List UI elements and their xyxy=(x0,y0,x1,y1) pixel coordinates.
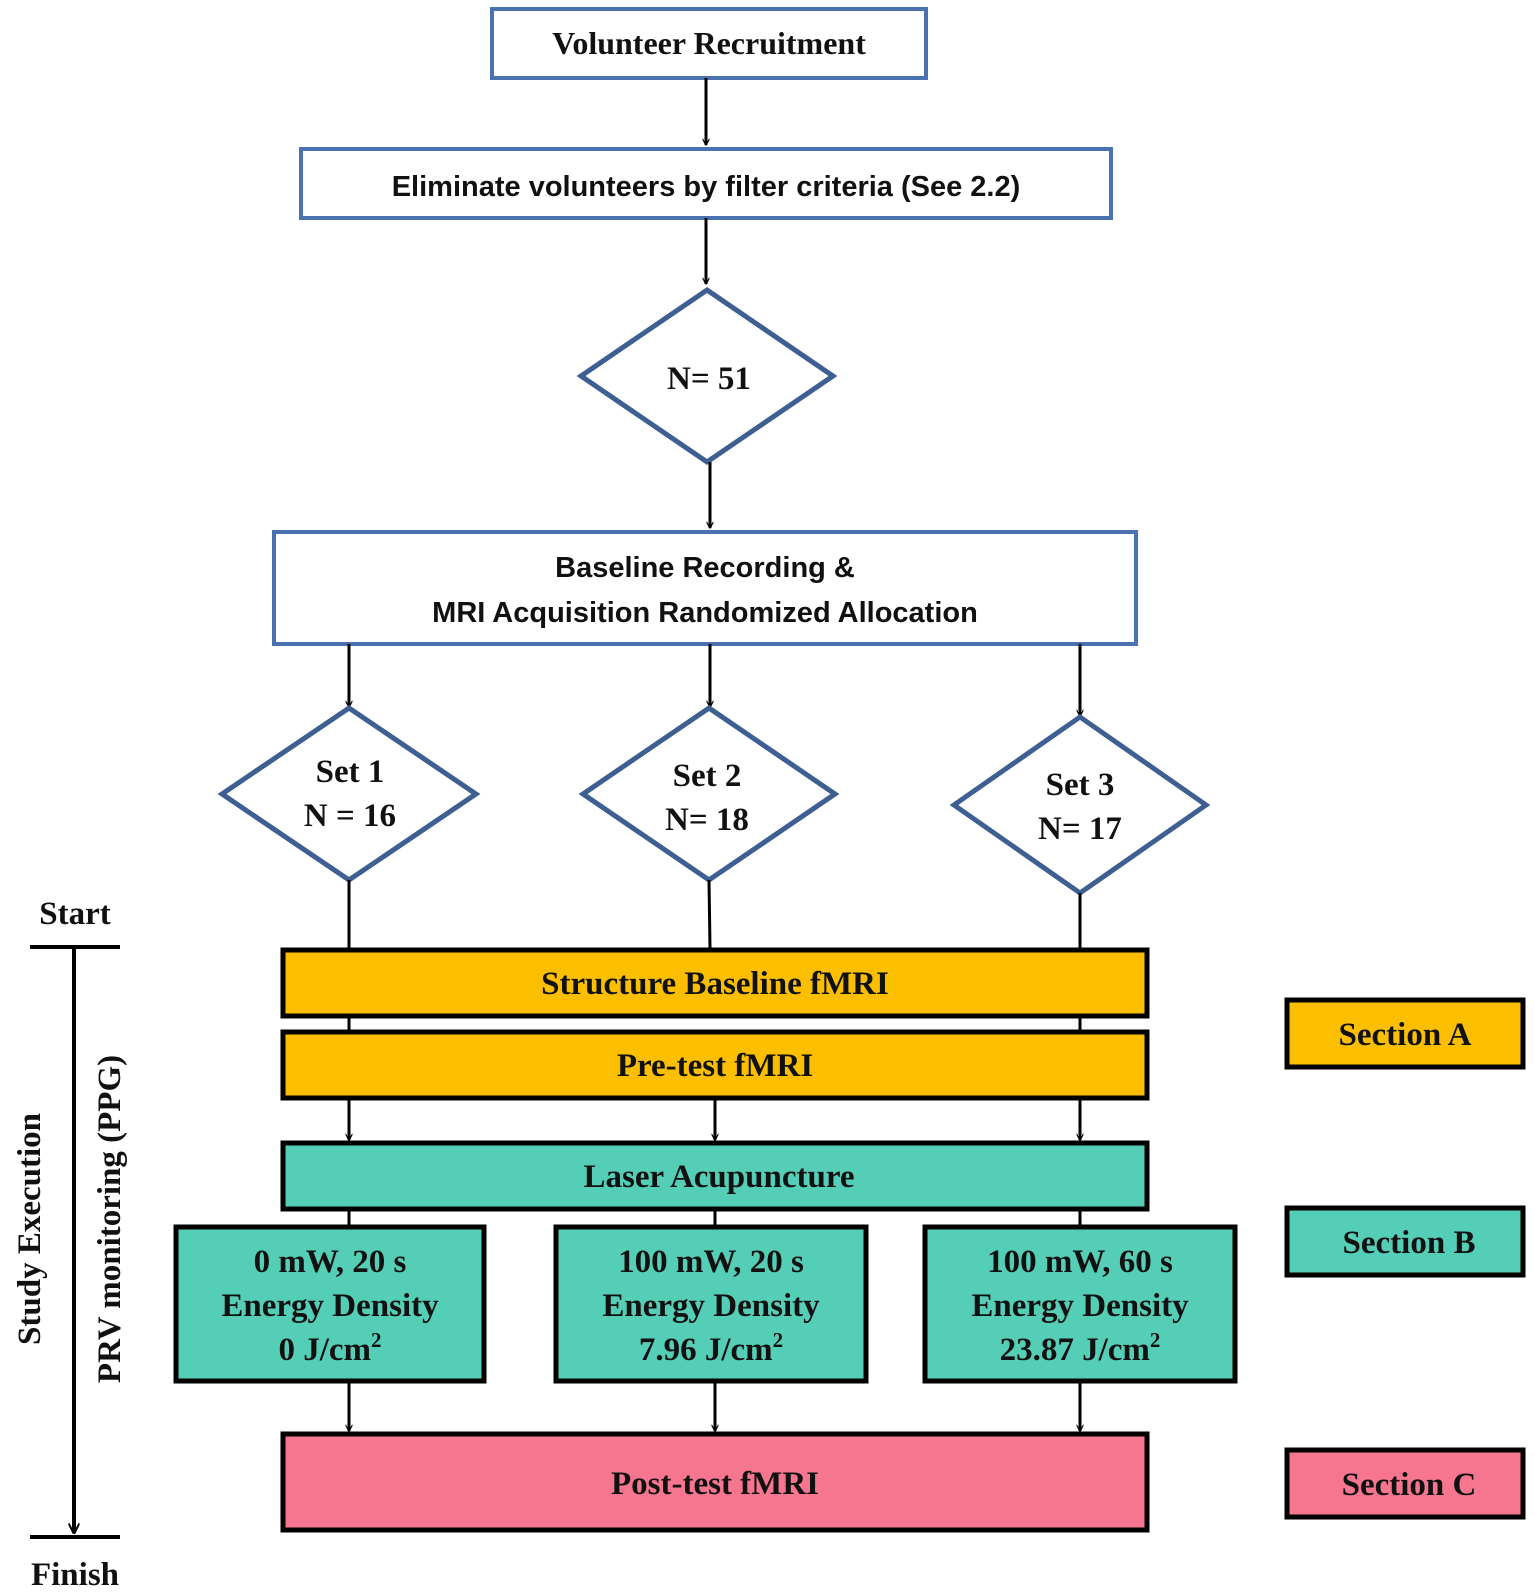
laser-box xyxy=(280,1140,1150,1212)
set2-name: Set 2 xyxy=(673,758,742,794)
pretest-node: Pre-test fMRI xyxy=(280,1029,1150,1101)
recruitment-label: Volunteer Recruitment xyxy=(552,25,866,61)
line-set2-to-structure xyxy=(707,879,712,949)
set2-count: N= 18 xyxy=(665,802,749,838)
total-diamond xyxy=(576,286,838,466)
section-c-box xyxy=(1284,1447,1526,1520)
dose1-density-value: 0 J/cm2 xyxy=(278,1328,381,1368)
set3-node: Set 3 N= 17 xyxy=(949,713,1211,897)
recruitment-box xyxy=(490,7,928,80)
total-label: N= 51 xyxy=(667,361,751,397)
baseline-box xyxy=(272,530,1138,646)
total-node: N= 51 xyxy=(576,286,838,466)
dose2-node: 100 mW, 20 s Energy Density 7.96 J/cm2 xyxy=(553,1224,869,1384)
posttest-label: Post-test fMRI xyxy=(611,1466,819,1502)
dose1-density-label: Energy Density xyxy=(221,1288,439,1324)
set1-count: N = 16 xyxy=(304,798,396,834)
timeline-finish-label: Finish xyxy=(31,1557,119,1593)
set3-diamond xyxy=(949,713,1211,897)
dose2-box xyxy=(553,1224,869,1384)
dose3-density-label: Energy Density xyxy=(971,1288,1189,1324)
section-b-legend: Section B xyxy=(1284,1205,1526,1278)
structure-baseline-node: Structure Baseline fMRI xyxy=(280,947,1150,1019)
posttest-node: Post-test fMRI xyxy=(280,1431,1150,1533)
laser-label: Laser Acupuncture xyxy=(583,1159,854,1195)
recruitment-node: Volunteer Recruitment xyxy=(490,7,928,80)
baseline-node: Baseline Recording & MRI Acquisition Ran… xyxy=(272,530,1138,646)
posttest-box xyxy=(280,1431,1150,1533)
dose2-density-value: 7.96 J/cm2 xyxy=(639,1328,783,1368)
dose3-density-value: 23.87 J/cm2 xyxy=(1000,1328,1161,1368)
dose1-power: 0 mW, 20 s xyxy=(254,1244,407,1280)
section-a-label: Section A xyxy=(1339,1017,1472,1053)
section-a-legend: Section A xyxy=(1284,997,1526,1070)
dose3-power: 100 mW, 60 s xyxy=(987,1244,1173,1280)
set1-node: Set 1 N = 16 xyxy=(217,704,481,884)
dose2-density-label: Energy Density xyxy=(602,1288,820,1324)
eliminate-node: Eliminate volunteers by filter criteria … xyxy=(299,147,1113,220)
eliminate-box xyxy=(299,147,1113,220)
section-b-label: Section B xyxy=(1343,1225,1476,1261)
pretest-label: Pre-test fMRI xyxy=(617,1048,813,1084)
prv-monitoring-label: PRV monitoring (PPG) xyxy=(92,1055,128,1383)
structure-baseline-box xyxy=(280,947,1150,1019)
eliminate-label: Eliminate volunteers by filter criteria … xyxy=(392,171,1021,203)
structure-baseline-label: Structure Baseline fMRI xyxy=(541,966,889,1002)
set2-node: Set 2 N= 18 xyxy=(578,704,840,884)
dose1-node: 0 mW, 20 s Energy Density 0 J/cm2 xyxy=(173,1224,487,1384)
set1-name: Set 1 xyxy=(316,754,385,790)
timeline: Start Finish Study Execution PRV monitor… xyxy=(12,896,128,1593)
pretest-box xyxy=(280,1029,1150,1101)
section-b-box xyxy=(1284,1205,1526,1278)
baseline-label-line1: Baseline Recording & xyxy=(555,552,855,584)
section-c-label: Section C xyxy=(1342,1467,1477,1503)
section-c-legend: Section C xyxy=(1284,1447,1526,1520)
set1-diamond xyxy=(217,704,481,884)
dose3-node: 100 mW, 60 s Energy Density 23.87 J/cm2 xyxy=(922,1224,1238,1384)
dose2-power: 100 mW, 20 s xyxy=(618,1244,804,1280)
set3-count: N= 17 xyxy=(1038,811,1122,847)
section-a-box xyxy=(1284,997,1526,1070)
dose1-box xyxy=(173,1224,487,1384)
laser-node: Laser Acupuncture xyxy=(280,1140,1150,1212)
set3-name: Set 3 xyxy=(1046,767,1115,803)
baseline-label-line2: MRI Acquisition Randomized Allocation xyxy=(432,597,978,629)
timeline-start-label: Start xyxy=(39,896,110,932)
set2-diamond xyxy=(578,704,840,884)
study-execution-label: Study Execution xyxy=(12,1113,48,1345)
